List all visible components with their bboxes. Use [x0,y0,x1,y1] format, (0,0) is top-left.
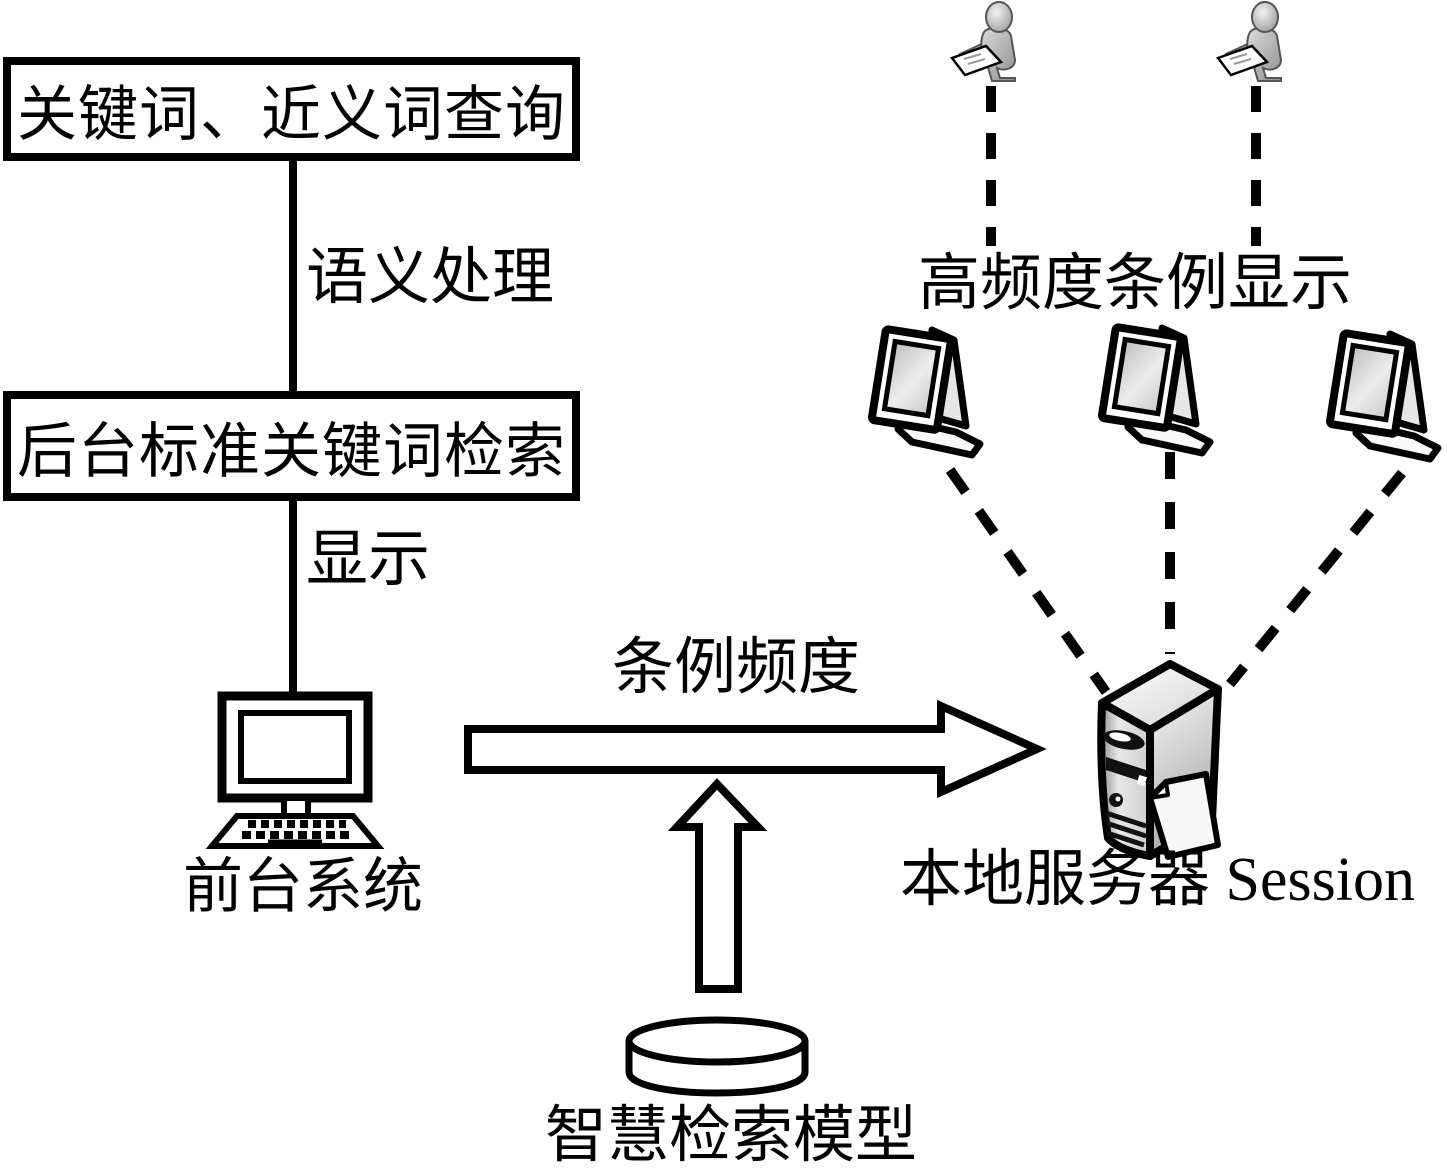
monitor-icon [1330,333,1438,459]
server-tower-icon [1097,660,1222,860]
terminal-server-dashed-link [1226,469,1406,688]
person-icon [1216,0,1283,83]
model-arrow-icon [667,778,768,993]
label-frontend-system: 前台系统 [183,854,423,920]
edge-label-semantic-processing: 语义处理 [306,244,555,312]
database-cylinder-icon [625,1016,809,1097]
frequency-arrow-icon [464,699,1047,799]
desktop-computer-icon [205,691,385,849]
server-card [1147,771,1221,860]
label-smart-retrieval-model: 智慧检索模型 [545,1102,918,1170]
terminal-server-dashed-link [945,467,1111,695]
box-keyword-synonym-query: 关键词、近义词查询 [3,57,580,161]
monitor-icon [872,329,980,455]
edge-label-display: 显示 [306,526,431,594]
label-high-frequency-display: 高频度条例显示 [918,250,1353,318]
monitor-icon [1102,327,1210,453]
label-regulation-frequency: 条例频度 [612,634,861,702]
person-icon [950,0,1017,83]
label-local-server-session: 本地服务器 Session [900,846,1415,914]
box-backend-keyword-search: 后台标准关键词检索 [3,391,580,501]
